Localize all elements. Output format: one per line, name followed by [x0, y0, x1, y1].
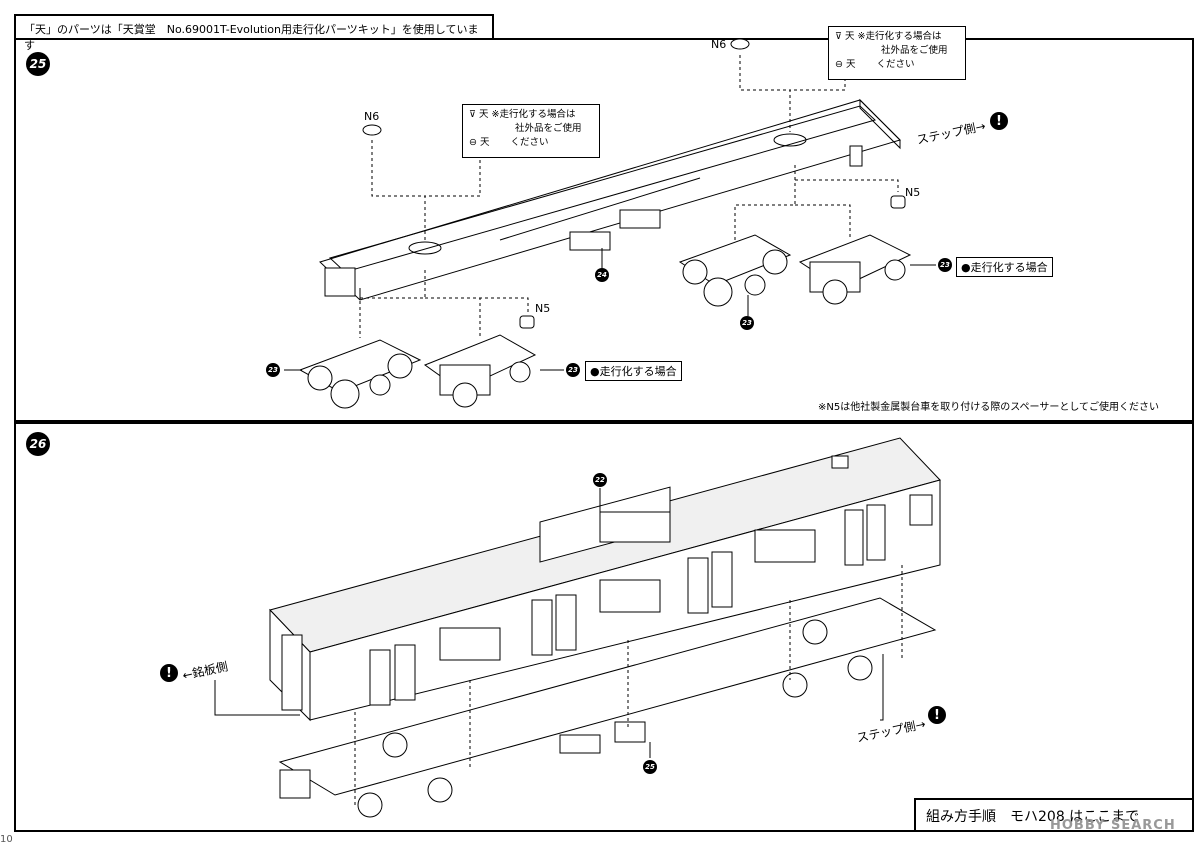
car-body-26 [269, 437, 941, 722]
footnote: ※N5は他社製金属製台車を取り付ける際のスペーサーとしてご使用ください [818, 402, 1160, 413]
procedure-end-text: 組み方手順 モハ208 はここまで [926, 809, 1140, 825]
part-number-23: 23 [938, 258, 952, 272]
part-number-23: 23 [566, 363, 580, 377]
warning-icon: ! [160, 664, 178, 682]
bogie-right-b [798, 234, 912, 305]
running-label-left: ●走行化する場合 [585, 361, 682, 381]
washer-icon: ⊖ [835, 59, 843, 70]
watermark: HOBBY SEARCH [1050, 818, 1176, 833]
step-number-25: 25 [26, 52, 50, 76]
page-number: 10 [0, 834, 13, 845]
step25-frame [14, 38, 1194, 422]
tensho-mark: 天 [845, 31, 855, 42]
n5-label-right: N5 [905, 186, 921, 199]
running-label-right: ●走行化する場合 [956, 257, 1053, 277]
part-number-25: 25 [643, 760, 657, 774]
part-number-23: 23 [266, 363, 280, 377]
bogie-right-a [678, 234, 792, 307]
part-number-24: 24 [595, 268, 609, 282]
note-box-left: ⊽ 天 ※走行化する場合は 社外品をご使用 ⊖ 天 ください [462, 104, 600, 158]
header-note-text: 「天」のパーツは「天賞堂 No.69001T-Evolution用走行化パーツキ… [24, 23, 479, 52]
screw-icon: ⊽ [469, 109, 476, 120]
procedure-end-box: 組み方手順 モハ208 はここまで [914, 798, 1194, 832]
bogie-left-b [423, 334, 537, 408]
washer-icon: ⊖ [469, 137, 477, 148]
note-text: ください [876, 59, 915, 70]
n5-label-left: N5 [535, 302, 551, 315]
step26-frame [14, 422, 1194, 832]
bogie-left-a [298, 339, 422, 409]
warning-icon: ! [990, 112, 1008, 130]
n6-label-left: N6 [364, 110, 380, 123]
step-number-26: 26 [26, 432, 50, 456]
tensho-mark: 天 [480, 137, 490, 148]
note-box-top: ⊽ 天 ※走行化する場合は 社外品をご使用 ⊖ 天 ください [828, 26, 966, 80]
screw-icon: ⊽ [835, 31, 842, 42]
chassis-26 [278, 597, 937, 818]
n6-label-top: N6 [711, 38, 727, 51]
header-note: 「天」のパーツは「天賞堂 No.69001T-Evolution用走行化パーツキ… [14, 14, 494, 52]
warning-icon: ! [928, 706, 946, 724]
tensho-mark: 天 [479, 109, 489, 120]
part-number-22: 22 [593, 473, 607, 487]
note-text: ※走行化する場合は [857, 31, 942, 42]
note-text: ください [510, 137, 549, 148]
chassis-25 [319, 98, 901, 301]
part-number-23: 23 [740, 316, 754, 330]
tensho-mark: 天 [846, 59, 856, 70]
note-text: ※走行化する場合は [491, 109, 576, 120]
note-text: 社外品をご使用 [515, 123, 582, 134]
note-text: 社外品をご使用 [881, 45, 948, 56]
